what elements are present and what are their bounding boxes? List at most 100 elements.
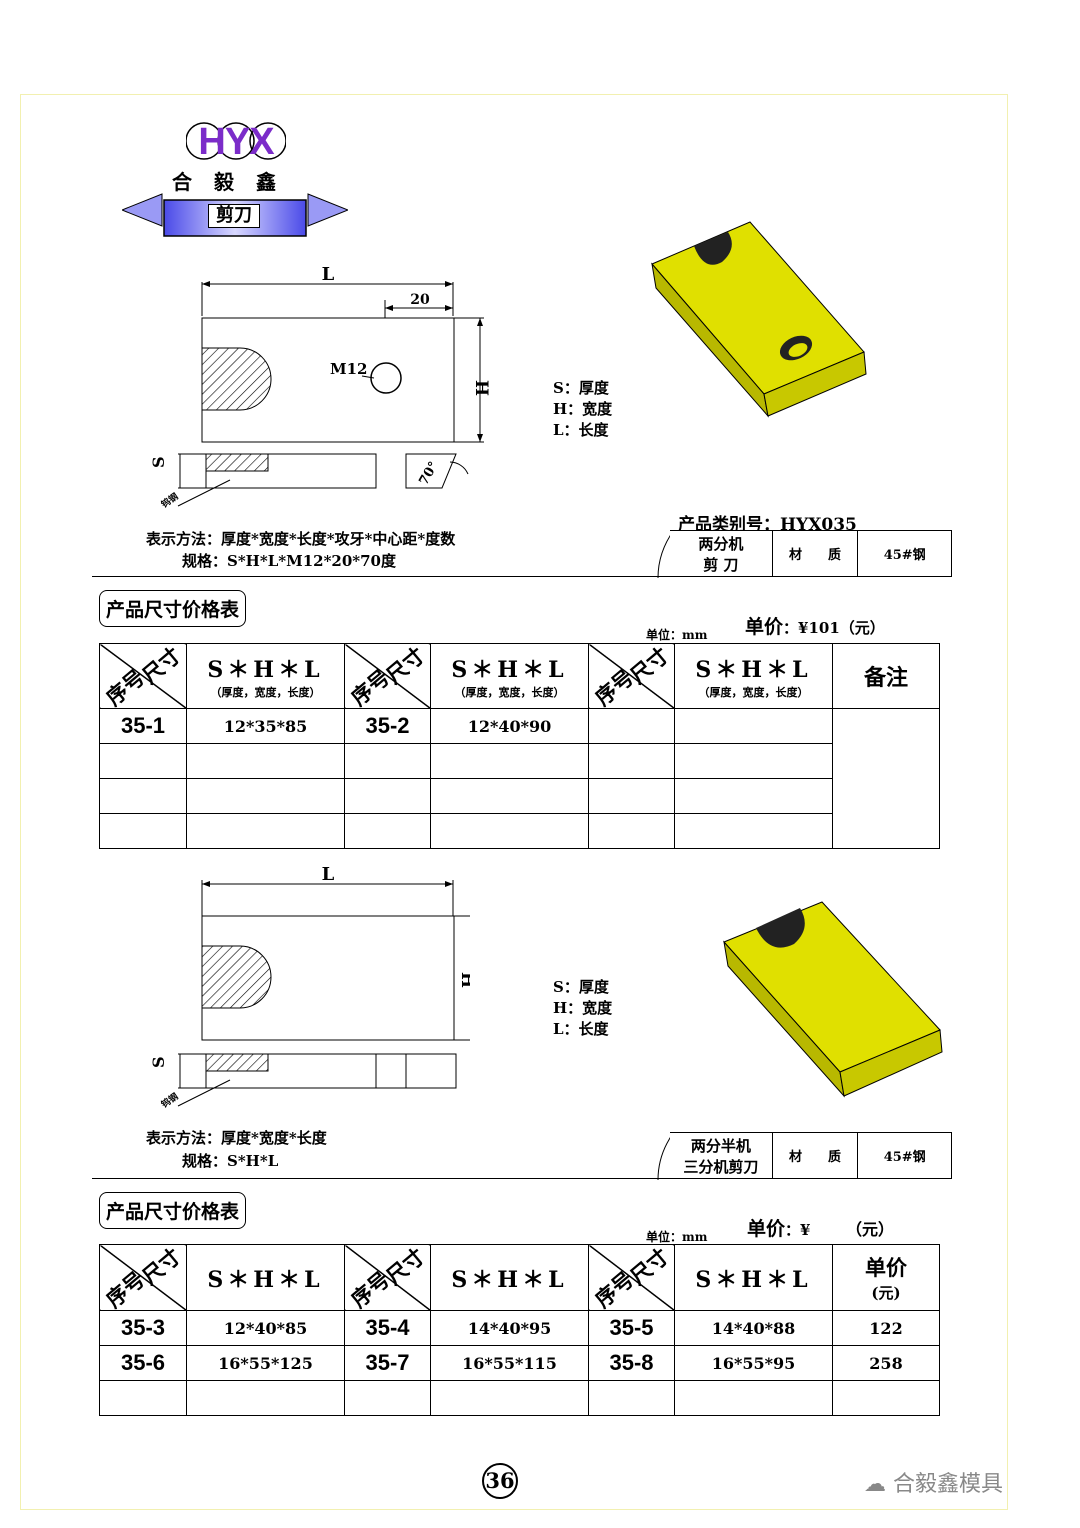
cell-dim bbox=[186, 1380, 345, 1416]
dim-header-main: S＊H＊L bbox=[451, 657, 568, 683]
cell-code bbox=[344, 743, 431, 779]
svg-text:S: S bbox=[150, 456, 168, 468]
wechat-icon: ☁ bbox=[864, 1472, 886, 1497]
notation-2: 表示方法：厚度*宽度*长度 bbox=[146, 1129, 327, 1147]
cell-price: 122 bbox=[832, 1310, 940, 1346]
spec-2: 规格：S*H*L bbox=[182, 1152, 279, 1170]
corner-cell: 尺寸序号 bbox=[588, 642, 675, 710]
cell-code: 35-7 bbox=[344, 1345, 431, 1381]
corner-cell: 尺寸序号 bbox=[344, 642, 431, 710]
cell-dim bbox=[674, 813, 833, 849]
svg-text:L: L bbox=[322, 264, 335, 285]
legend-s: S：厚度 bbox=[553, 978, 609, 996]
corner-cell: 尺寸序号 bbox=[99, 1243, 187, 1312]
price-header-unit: (元) bbox=[871, 1284, 901, 1302]
technical-drawing-1: L 20 M12 H S 钨钢 70° bbox=[150, 264, 491, 510]
legend-2: S：厚度 H：宽度 L：长度 bbox=[553, 977, 612, 1040]
cell-dim: 12*35*85 bbox=[186, 708, 345, 744]
divider-1 bbox=[92, 576, 952, 577]
svg-text:L: L bbox=[322, 864, 335, 885]
cell-dim bbox=[674, 708, 833, 744]
cell-dim bbox=[186, 813, 345, 849]
cell-dim bbox=[430, 743, 589, 779]
unit-2: 单位：mm bbox=[646, 1230, 708, 1244]
dim-header: S＊H＊L （厚度，宽度，长度） bbox=[186, 643, 345, 709]
cell-code bbox=[99, 778, 187, 814]
dim-header-main: S＊H＊L bbox=[207, 657, 324, 683]
cell-dim: 12*40*90 bbox=[430, 708, 589, 744]
table-row bbox=[99, 778, 940, 814]
cell-code bbox=[99, 743, 187, 779]
spec-1: 规格：S*H*L*M12*20*70度 bbox=[182, 552, 396, 570]
cell-dim: 16*55*95 bbox=[674, 1345, 833, 1381]
corner-cell: 尺寸序号 bbox=[588, 1243, 675, 1312]
cell-dim bbox=[674, 778, 833, 814]
cell-code: 35-4 bbox=[344, 1310, 431, 1346]
machine-line-1: 两分半机 bbox=[690, 1136, 751, 1155]
cell-dim: 12*40*85 bbox=[186, 1310, 345, 1346]
cell-dim: 14*40*88 bbox=[674, 1310, 833, 1346]
legend-l: L：长度 bbox=[553, 1020, 609, 1038]
table-row: 35-3 12*40*85 35-4 14*40*95 35-5 14*40*8… bbox=[99, 1310, 940, 1346]
machine-name-1: 两分机 剪 刀 bbox=[670, 531, 772, 576]
machine-line-2: 剪 刀 bbox=[703, 555, 739, 574]
technical-drawing-2: L H S 钨钢 bbox=[150, 864, 470, 1110]
price-header-label: 单价 bbox=[865, 1255, 907, 1280]
machine-line-2: 三分机剪刀 bbox=[683, 1157, 759, 1176]
cell-code bbox=[344, 1380, 431, 1416]
dim-header: S＊H＊L bbox=[186, 1244, 345, 1311]
table-row bbox=[99, 1380, 940, 1416]
machine-name-2: 两分半机 三分机剪刀 bbox=[670, 1133, 772, 1178]
table-title-1: 产品尺寸价格表 bbox=[99, 590, 247, 627]
price-unit-2: （元） bbox=[846, 1220, 895, 1239]
hyx-logo: HYX bbox=[186, 121, 286, 161]
price-table-1: 尺寸序号 S＊H＊L（厚度，宽度，长度） 尺寸序号 S＊H＊L（厚度，宽度，长度… bbox=[99, 642, 940, 849]
table-row bbox=[99, 813, 940, 849]
notation-1: 表示方法：厚度*宽度*长度*攻牙*中心距*度数 bbox=[146, 530, 456, 548]
dim-header: S＊H＊L bbox=[430, 1244, 589, 1311]
legend-s: S：厚度 bbox=[553, 379, 609, 397]
cell-code: 35-3 bbox=[99, 1310, 187, 1346]
watermark-text: 合毅鑫模具 bbox=[893, 1472, 1004, 1497]
dim-header: S＊H＊L bbox=[674, 1244, 833, 1311]
cell-dim bbox=[674, 1380, 833, 1416]
material-value-2: 45#钢 bbox=[857, 1133, 951, 1178]
category-label: 剪刀 bbox=[208, 204, 260, 228]
cell-code bbox=[588, 813, 675, 849]
material-value-1: 45#钢 bbox=[857, 531, 951, 576]
cell-dim bbox=[430, 778, 589, 814]
price-label-1: 单价 bbox=[745, 616, 784, 638]
legend-h: H：宽度 bbox=[553, 400, 613, 418]
table-row: 35-1 12*35*85 35-2 12*40*90 bbox=[99, 708, 940, 849]
price-2: 单价：¥ bbox=[747, 1214, 810, 1241]
svg-text:H: H bbox=[457, 972, 470, 988]
watermark: ☁ 合毅鑫模具 bbox=[864, 1466, 1003, 1498]
price-table-2: 尺寸序号 S＊H＊L 尺寸序号 S＊H＊L 尺寸序号 S＊H＊L 单价 (元) 3… bbox=[99, 1243, 940, 1416]
cell-code bbox=[588, 778, 675, 814]
cell-code: 35-5 bbox=[588, 1310, 675, 1346]
material-box-2: 两分半机 三分机剪刀 材 质 45#钢 bbox=[670, 1132, 952, 1179]
dim-header-sub: （厚度，宽度，长度） bbox=[210, 686, 321, 699]
cell-dim bbox=[186, 778, 345, 814]
price-label-2: 单价 bbox=[747, 1218, 786, 1240]
corner-cell: 尺寸序号 bbox=[344, 1243, 431, 1312]
cell-code bbox=[344, 778, 431, 814]
cell-code: 35-6 bbox=[99, 1345, 187, 1381]
svg-text:S: S bbox=[150, 1056, 168, 1068]
price-value-2: ：¥ bbox=[785, 1221, 811, 1239]
dim-header: S＊H＊L（厚度，宽度，长度） bbox=[430, 643, 589, 709]
cell-code bbox=[99, 813, 187, 849]
product-3d-view-1 bbox=[651, 221, 867, 418]
page-number: 36 bbox=[482, 1463, 518, 1499]
cell-price: 258 bbox=[832, 1345, 940, 1381]
svg-text:H: H bbox=[471, 380, 491, 396]
table-header-row: 尺寸序号 S＊H＊L（厚度，宽度，长度） 尺寸序号 S＊H＊L（厚度，宽度，长度… bbox=[99, 642, 940, 710]
cell-code: 35-1 bbox=[99, 708, 187, 744]
product-3d-view-2 bbox=[723, 901, 943, 1098]
material-label-2: 材 质 bbox=[771, 1133, 858, 1178]
table-title-2: 产品尺寸价格表 bbox=[99, 1192, 247, 1229]
svg-text:钨钢: 钨钢 bbox=[159, 490, 181, 510]
cell-dim bbox=[186, 743, 345, 779]
legend-l: L：长度 bbox=[553, 421, 609, 439]
company-name: 合毅鑫 bbox=[172, 170, 298, 194]
